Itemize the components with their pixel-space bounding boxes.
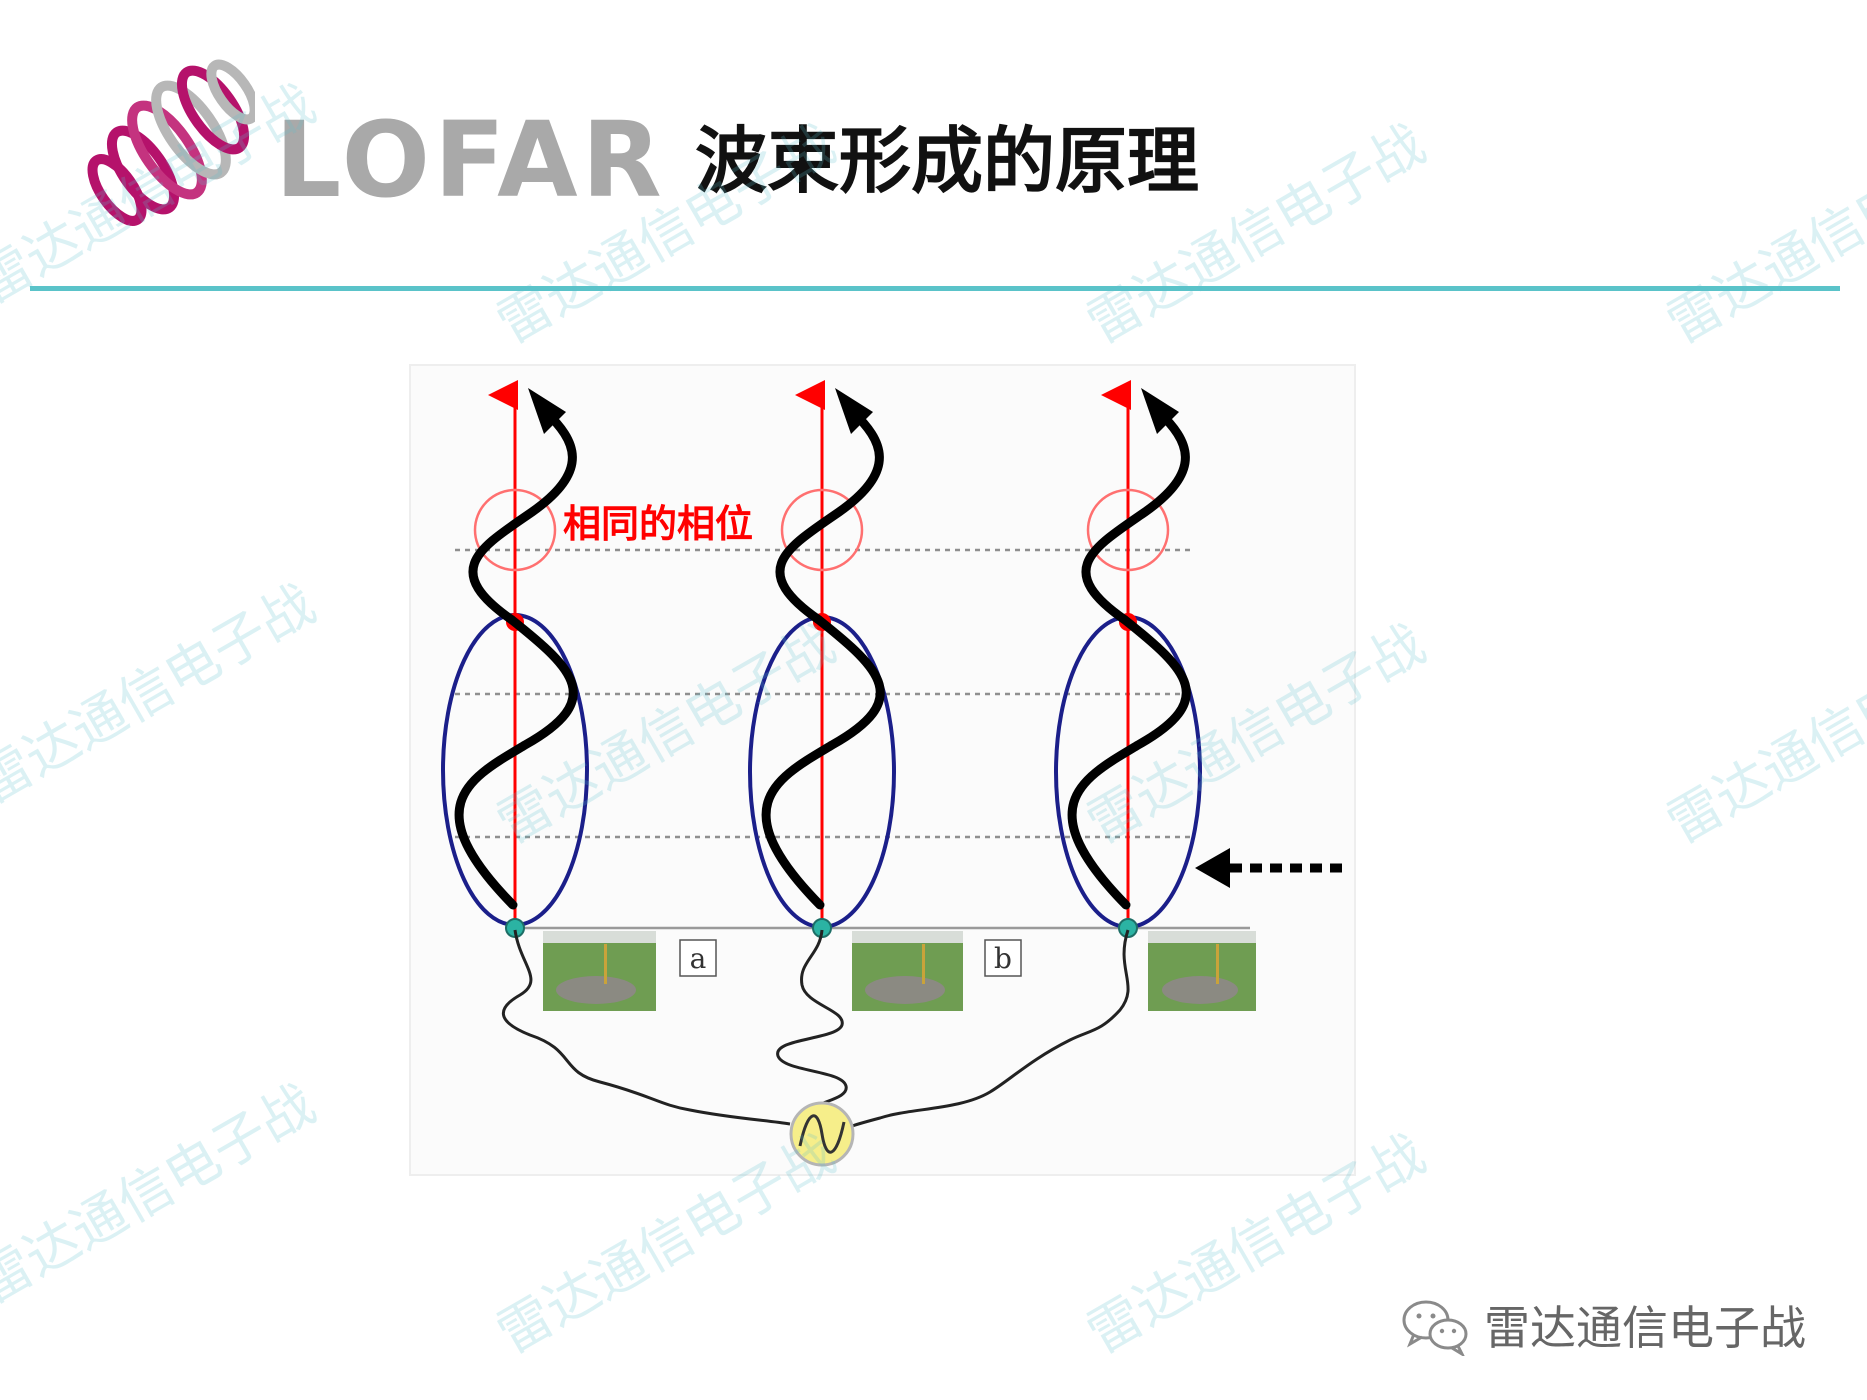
wave-2	[761, 407, 885, 910]
tag-b: b	[984, 939, 1022, 977]
tag-a: a	[679, 939, 717, 977]
phase-circle-3	[1086, 488, 1170, 572]
antenna-photo-1	[543, 931, 656, 1011]
wave-1	[454, 407, 578, 910]
slide-title: 波束形成的原理	[695, 119, 1200, 203]
phase-label: 相同的相位	[563, 502, 753, 546]
wave-arrowhead-3	[1141, 388, 1179, 434]
antenna-3	[1054, 380, 1256, 1011]
phase-circle-1	[473, 488, 557, 572]
cable-1	[501, 929, 791, 1126]
footer-account: 雷达通信电子战	[1400, 1290, 1806, 1360]
antenna-photo-2	[852, 931, 963, 1011]
cable-3	[851, 929, 1130, 1128]
diagram-backdrop	[409, 364, 1356, 1176]
cable-2	[776, 929, 848, 1119]
wechat-icon	[1402, 1300, 1468, 1356]
lofar-logo-icon	[87, 59, 255, 226]
feed-node-3	[1118, 918, 1138, 938]
header-divider	[30, 286, 1840, 291]
footer-account-name: 雷达通信电子战	[1484, 1301, 1806, 1355]
signal-source-icon	[789, 1101, 855, 1167]
antenna-photo-3	[1148, 931, 1256, 1011]
phase-circle-2	[780, 488, 864, 572]
wave-arrowhead-2	[835, 388, 873, 434]
wave-3	[1067, 407, 1191, 910]
tag-a-label: a	[690, 942, 707, 975]
antenna-1	[441, 380, 656, 1011]
tag-b-label: b	[994, 942, 1012, 975]
logo-wordmark: LOFAR	[275, 99, 666, 221]
antenna-2	[748, 380, 963, 1011]
wave-arrowhead-1	[528, 388, 566, 434]
feed-cables	[501, 929, 1130, 1128]
incoming-direction-arrow	[1195, 848, 1342, 888]
